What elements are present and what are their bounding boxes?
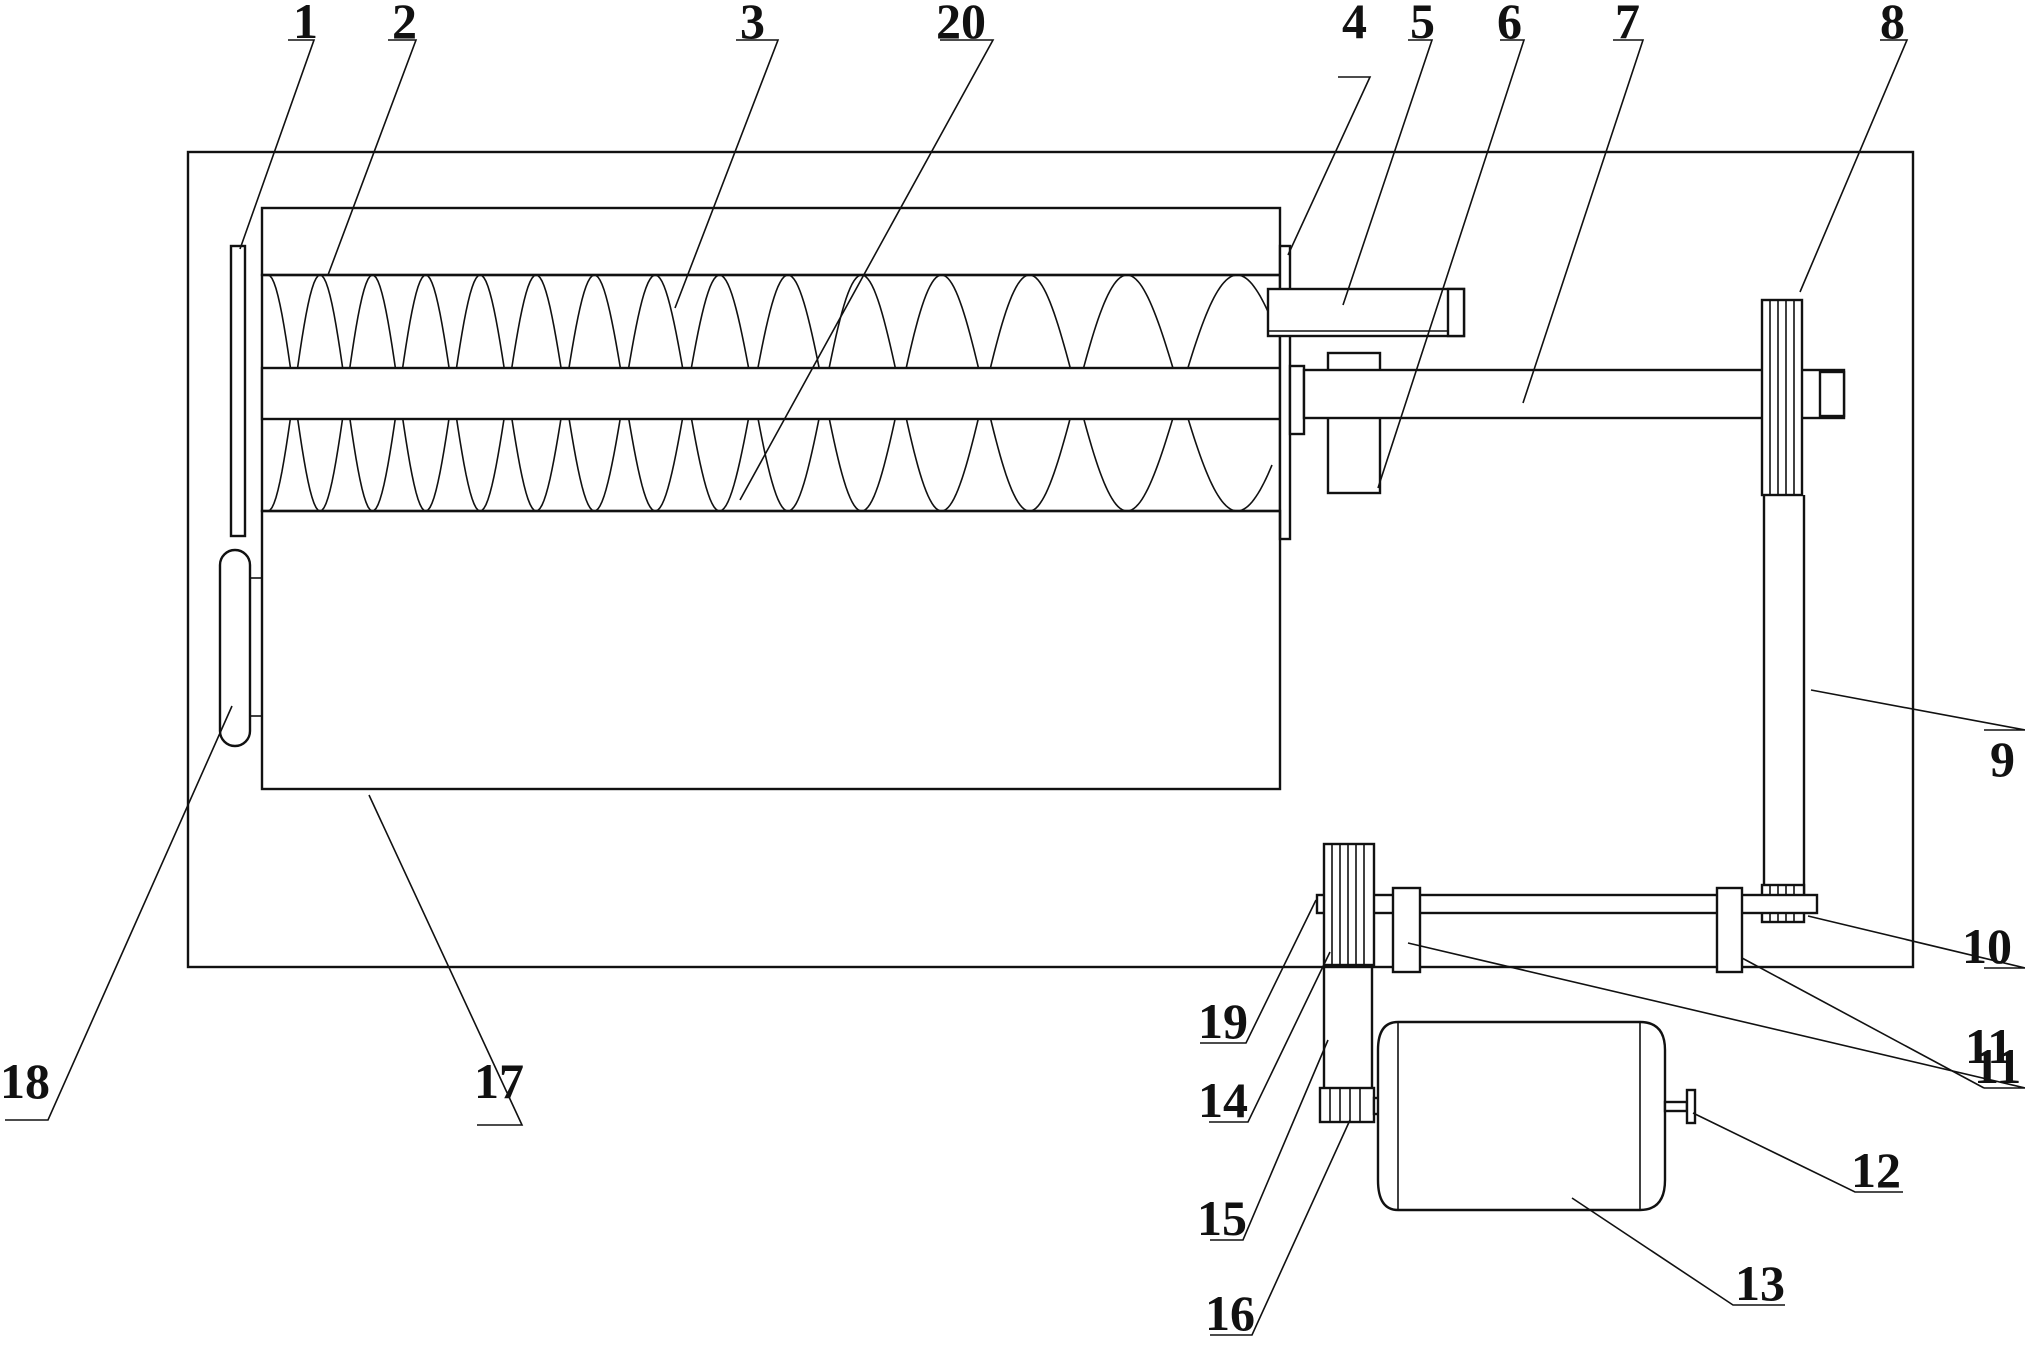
left-end-plate <box>229 244 247 538</box>
bearing-support-left <box>1391 886 1422 974</box>
housing-top-plate <box>260 206 1282 277</box>
discharge-handle <box>218 548 252 748</box>
leader-lines <box>5 39 2025 1336</box>
shaft-collar <box>1288 364 1306 436</box>
motor-shaft-right <box>1663 1100 1689 1113</box>
label-17: 17 <box>474 1053 524 1109</box>
base-frame <box>186 150 1915 969</box>
label-2: 2 <box>392 0 417 49</box>
countershaft <box>1315 893 1819 915</box>
label-1: 1 <box>293 0 318 49</box>
label-15: 15 <box>1197 1190 1247 1246</box>
spiral-blade <box>267 274 1273 512</box>
large-pulley <box>1760 298 1804 497</box>
motor <box>1376 1020 1667 1212</box>
main-shaft <box>260 366 1282 421</box>
motor-pulley <box>1318 1086 1376 1124</box>
label-9: 9 <box>1990 731 2015 787</box>
label-12: 12 <box>1851 1142 1901 1198</box>
label-8: 8 <box>1880 0 1905 49</box>
label-18: 18 <box>0 1053 50 1109</box>
label-5: 5 <box>1410 0 1435 49</box>
feed-inlet-mouth <box>1446 287 1466 338</box>
label-13: 13 <box>1735 1255 1785 1311</box>
label-10: 10 <box>1962 918 2012 974</box>
drive-shaft <box>1302 368 1846 420</box>
label-20: 20 <box>936 0 986 49</box>
label-6: 6 <box>1497 0 1522 49</box>
shaft-end <box>1818 370 1846 418</box>
collecting-box <box>260 509 1282 791</box>
label-16: 16 <box>1205 1285 1255 1341</box>
label-3: 3 <box>740 0 765 49</box>
label-19: 19 <box>1198 993 1248 1049</box>
label-4: 4 <box>1342 0 1367 49</box>
motor-shaft-cap <box>1685 1088 1697 1125</box>
bearing-support-right <box>1715 886 1744 974</box>
label-7: 7 <box>1615 0 1640 49</box>
label-11a: 11 <box>1965 1018 2012 1074</box>
label-14: 14 <box>1198 1072 1248 1128</box>
label-11b: 11 <box>1974 1038 2021 1094</box>
